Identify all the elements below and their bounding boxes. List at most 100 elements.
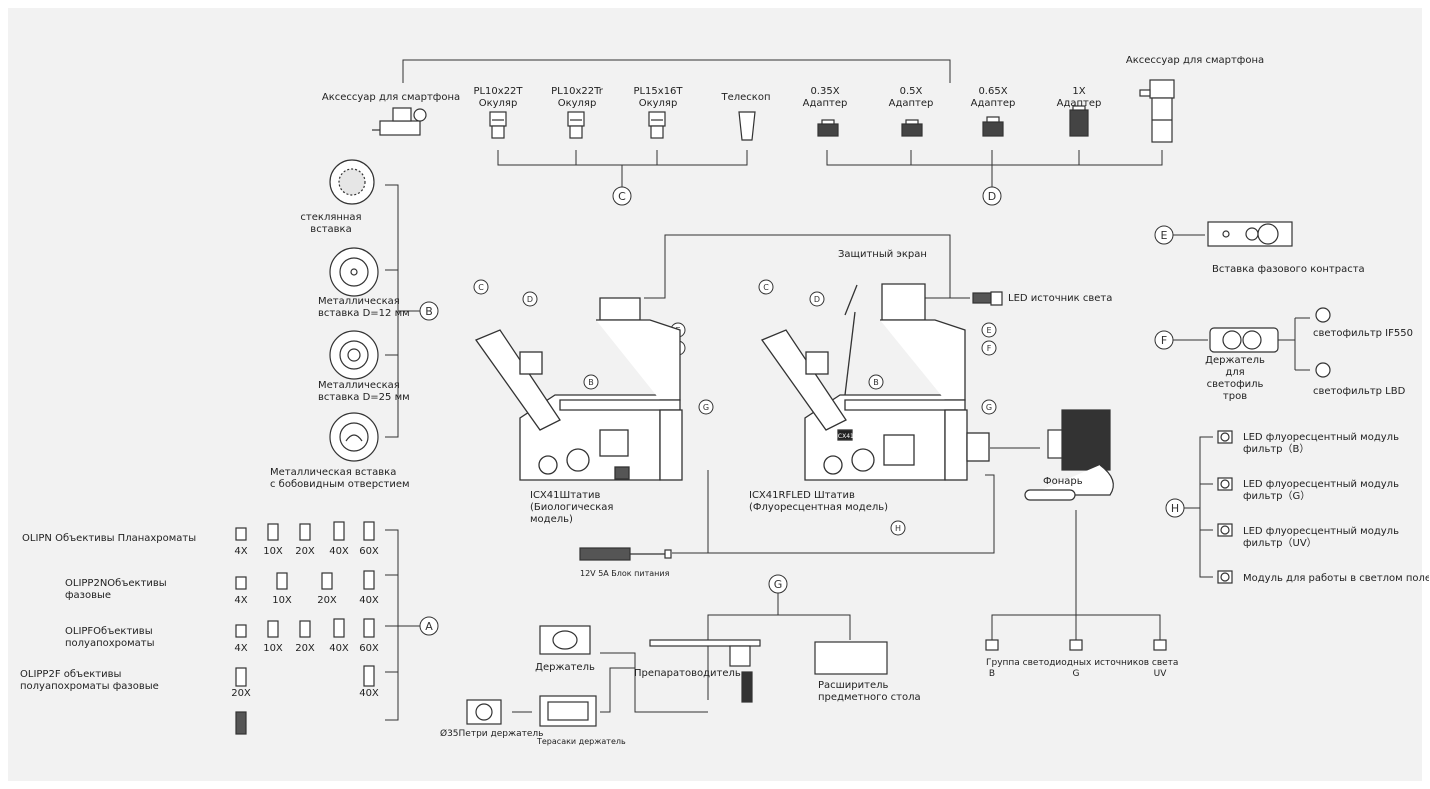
mag-r2-2: 20X [317,595,337,606]
fluo-stand-drawing [760,283,990,481]
mag-r1-4: 60X [359,546,379,557]
led-source-label: LED источник света [1008,293,1113,304]
metal-insert-12-label: Металлическая вставка D=12 мм [318,296,410,319]
bio-stand-label: ICX41Штатив (Биологическая модель) [530,490,614,525]
fl-bracket [1199,436,1213,578]
objectives-row2-name: OLIPP2NOбъективы фазовые [65,578,167,601]
mag-r3-0: 4X [234,643,248,654]
svg-text:C: C [763,283,769,292]
adapter-1x-label: 1X Адаптер [1056,86,1102,109]
glass-insert-icon [329,159,375,205]
filter-holder-label: Держатель для светофиль тров [1205,355,1265,402]
led-uv-label: UV [1153,669,1167,679]
adapter-065-label: 0.65X Адаптер [970,86,1016,109]
eyepiece-2-icon [567,111,585,139]
callout-a-main: A [425,620,433,633]
led-link-line [644,234,970,299]
mag-r1-3: 40X [329,546,349,557]
diagram-background [8,8,1422,781]
adapter-1x-icon [1069,105,1089,137]
led-b-label: B [988,669,996,679]
callout-f-main: F [1161,334,1167,347]
filter-if550-icon [1315,307,1331,323]
fl-module-uv-icon [1217,523,1233,537]
led-b-icon [985,639,999,651]
svg-text:H: H [895,524,901,533]
mag-r4-1: 40X [359,688,379,699]
mag-r2-3: 40X [359,595,379,606]
eyepiece-2-label: PL10x22Tr Окуляр [551,86,603,109]
fl-module-b-label: LED флуоресцентный модуль фильтр（B） [1243,432,1399,455]
filter-if550-label: светофильтр IF550 [1313,328,1413,339]
holder-icon [539,625,591,655]
filter-holder-icon [1209,327,1279,353]
power-supply-label: 12V 5A Блок питания [580,569,670,578]
telescope-label: Телескоп [721,92,771,103]
fluo-stand-label: ICX41RFLED Штатив (Флуоресцентная модель… [749,490,889,513]
bean-insert-icon [329,412,379,462]
metal-insert-25-label: Металлическая вставка D=25 мм [318,380,410,403]
led-uv-icon [1153,639,1167,651]
smartphone-accessory-right-label: Аксессуар для смартфона [1125,55,1265,66]
brightfield-module-icon [1217,570,1233,584]
stand-badge: ICX41 [836,433,854,440]
svg-text:B: B [873,378,879,387]
lamp-icon [1024,409,1114,501]
callout-circles [419,186,1185,636]
objectives-row1-name: OLIPN Объективы Планахроматы [22,533,197,544]
svg-text:E: E [986,326,991,335]
fl-module-g-label: LED флуоресцентный модуль фильтр（G） [1243,479,1399,502]
adapter-065-icon [982,116,1004,137]
glass-insert-label: стеклянная вставка [300,212,362,235]
callout-g-main: G [774,578,783,591]
terasaki-holder-icon [539,695,597,727]
svg-text:B: B [588,378,594,387]
stage-extender-icon [814,641,888,675]
svg-text:F: F [987,344,992,353]
eyepiece-3-label: PL15x16T Окуляр [633,86,683,109]
objectives-row3-name: OLIPFOбъективы полуапохроматы [65,626,155,649]
mag-r3-2: 20X [295,643,315,654]
callout-h-main: H [1171,502,1179,515]
power-line [672,470,995,554]
led-g-icon [1069,639,1083,651]
power-supply-icon [579,547,672,561]
stage-tree [707,614,851,700]
shield-label: Защитный экран [838,249,927,260]
mag-r3-4: 60X [359,643,379,654]
mag-r1-2: 20X [295,546,315,557]
terasaki-holder-label: Терасаки держатель [537,737,626,746]
shield-drawing [844,284,858,316]
eyepiece-1-icon [489,111,507,139]
filter-lbd-icon [1315,362,1331,378]
mag-r4-0: 20X [231,688,251,699]
smartphone-accessory-left-label: Аксессуар для смартфона [321,92,461,103]
metal-insert-25-icon [329,330,379,380]
adapter-035-label: 0.35X Адаптер [802,86,848,109]
mag-r3-1: 10X [263,643,283,654]
svg-text:D: D [814,295,820,304]
svg-text:C: C [478,283,484,292]
svg-text:G: G [703,403,709,412]
petri-holder-label: Ø35Петри держатель [440,729,544,739]
callout-e-main: E [1161,229,1168,242]
brightfield-module-label: Модуль для работы в светлом поле [1243,573,1429,584]
eyepiece-bracket [497,150,748,166]
bean-insert-label: Металлическая вставка с бобовидным отвер… [270,467,410,490]
eyepiece-1-label: PL10x22T Окуляр [473,86,523,109]
led-source-icon [972,291,1003,306]
adapter-035-icon [817,119,839,137]
callout-c-main: C [618,190,626,203]
mag-r1-0: 4X [234,546,248,557]
smartphone-accessory-right-icon [1139,79,1175,143]
objectives-drawing [235,521,375,735]
objective-bracket [385,529,399,721]
top-bracket-line [402,59,951,83]
fl-module-uv-label: LED флуоресцентный модуль фильтр（UV） [1243,526,1399,549]
filter-lbd-label: светофильтр LBD [1313,386,1406,397]
mag-r1-1: 10X [263,546,283,557]
objectives-row4-name: OLIPP2F объективы полуапохроматы фазовые [20,669,159,692]
slide-mover-label: Препаратоводитель [634,668,741,679]
eyepiece-3-icon [648,111,666,139]
